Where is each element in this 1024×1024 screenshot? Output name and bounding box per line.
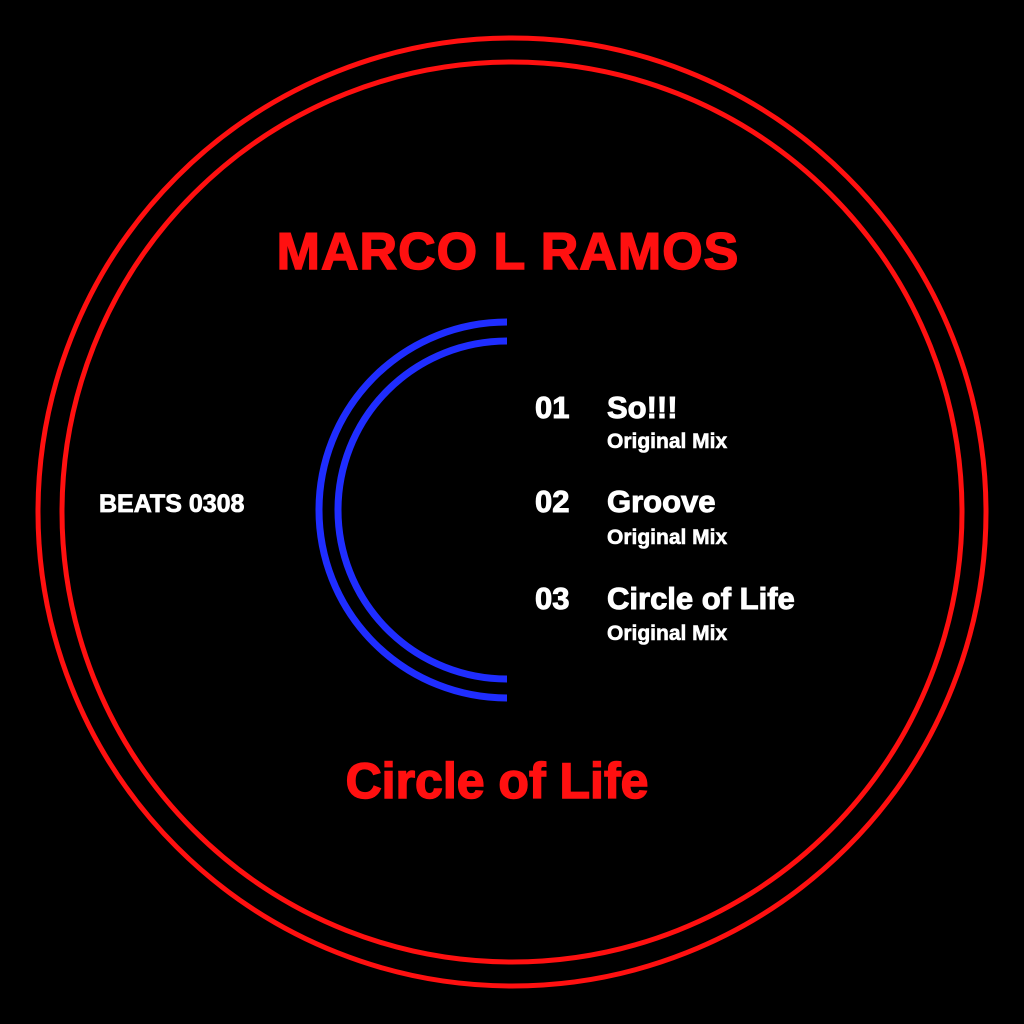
track-version: Original Mix: [607, 622, 728, 645]
track-title: Groove: [607, 484, 717, 519]
catalog-number: BEATS 0308: [99, 490, 245, 518]
track-title: Circle of Life: [607, 581, 796, 616]
inner-red-ring: [59, 59, 965, 965]
artist-name: MARCO L RAMOS: [276, 223, 740, 281]
inner-blue-arc: [334, 337, 508, 683]
track-title: So!!!: [607, 390, 679, 425]
track-version: Original Mix: [607, 430, 728, 453]
release-title: Circle of Life: [345, 753, 649, 809]
track-number: 03: [534, 581, 570, 616]
outer-red-ring: [35, 35, 989, 989]
outer-blue-arc: [315, 318, 508, 702]
track-number: 01: [534, 390, 570, 425]
track-number: 02: [534, 484, 570, 519]
track-version: Original Mix: [607, 526, 728, 549]
